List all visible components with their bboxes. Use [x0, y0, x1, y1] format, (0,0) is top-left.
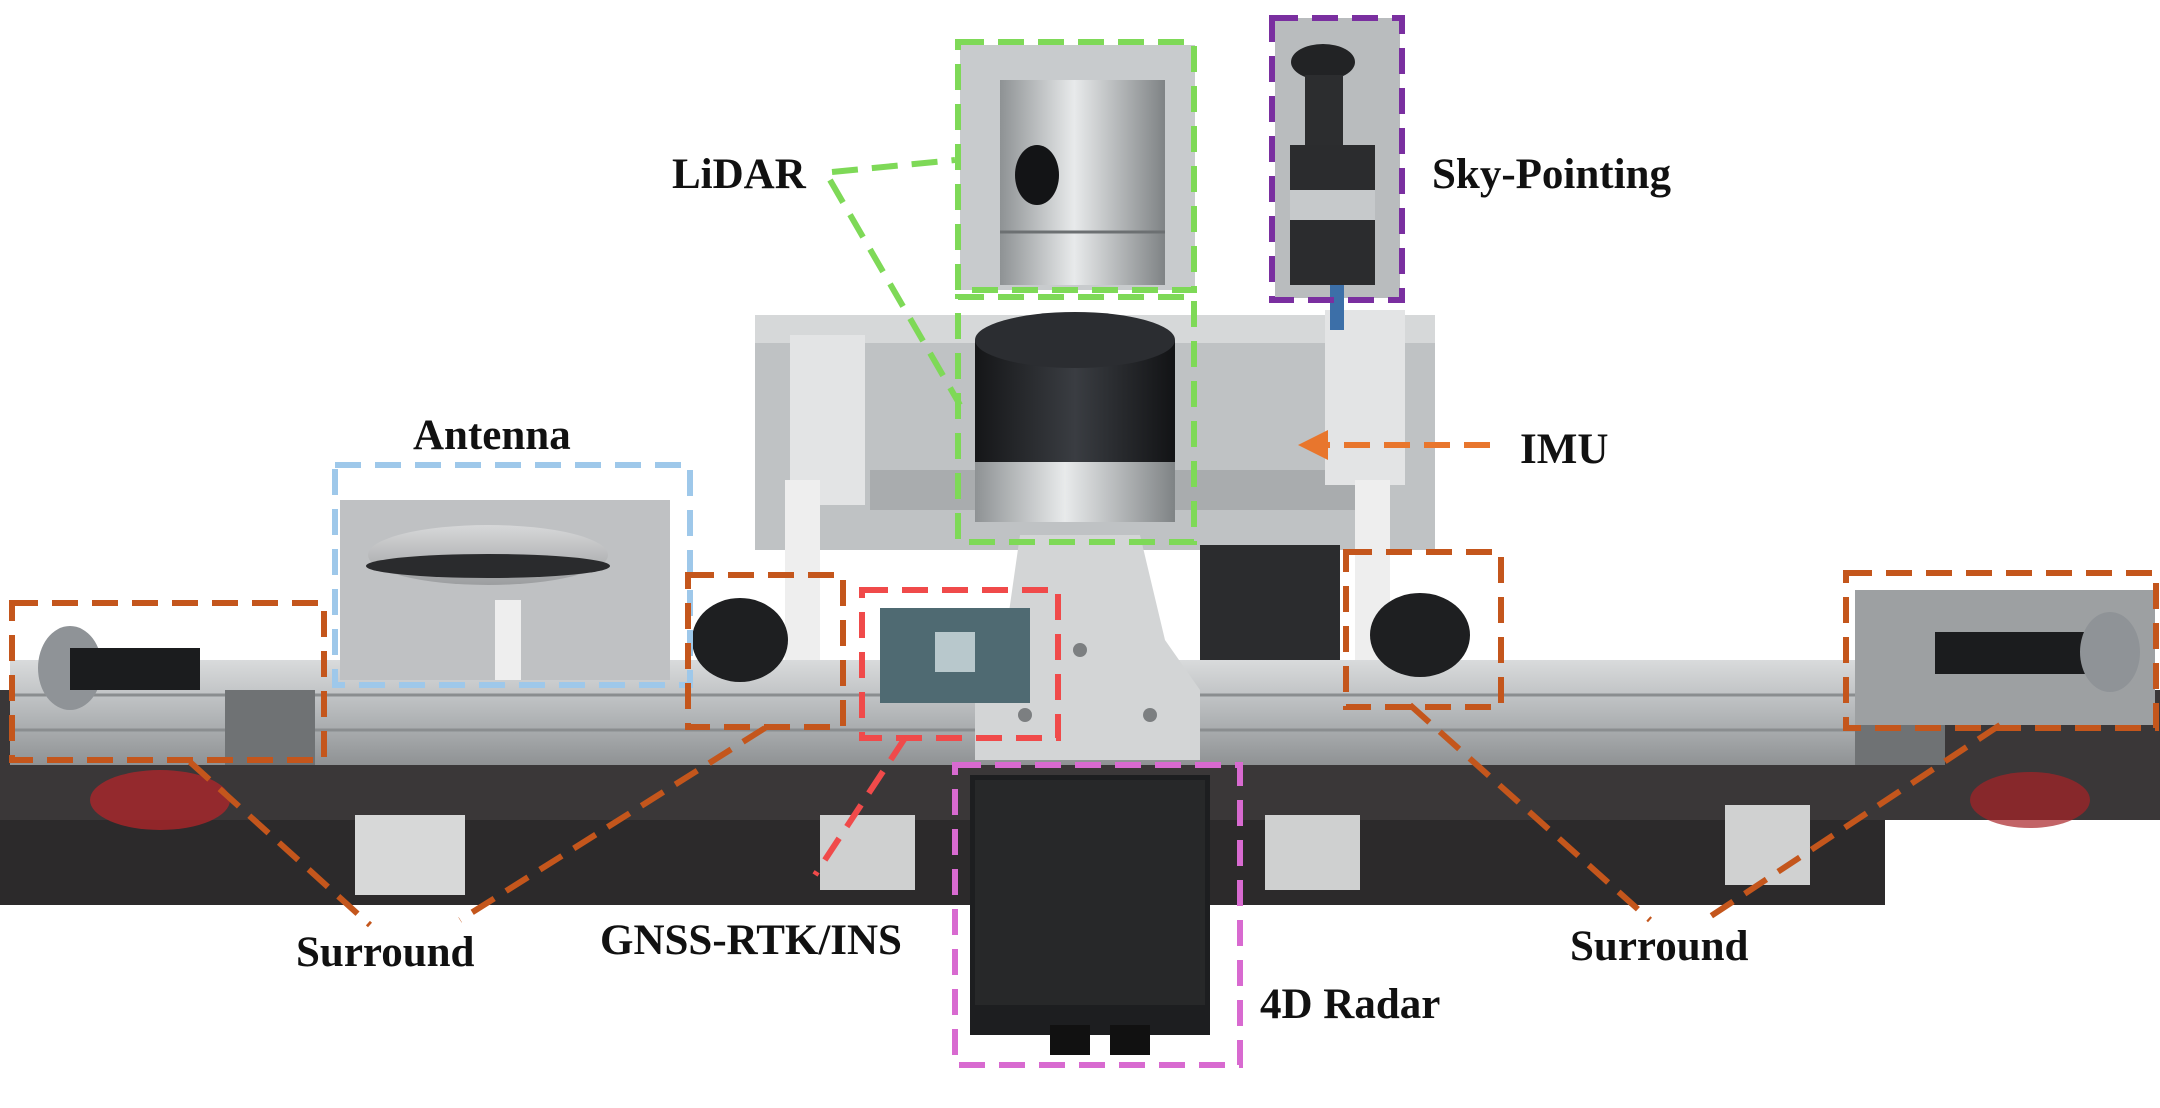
label-sky-pointing: Sky-Pointing	[1432, 151, 1671, 198]
surround-camera-front-left	[692, 598, 788, 682]
surround-box-front-left	[685, 572, 846, 730]
lidar-top	[975, 312, 1175, 368]
radar-face	[975, 780, 1205, 1005]
antenna-post	[495, 600, 521, 680]
label-imu: IMU	[1520, 426, 1609, 473]
bolt	[1018, 708, 1032, 722]
sky-camera-cable	[1330, 285, 1344, 330]
red-light-right	[1970, 772, 2090, 828]
surround-leader-right-b	[1703, 722, 2002, 923]
radar-connector	[1110, 1025, 1150, 1055]
surround-box-front-right	[1343, 549, 1504, 710]
surround-camera-lens-right	[2080, 612, 2140, 692]
label-surround-left: Surround	[296, 929, 475, 976]
lidar-leader-top	[831, 157, 956, 175]
surround-camera-body-right	[1935, 632, 2085, 674]
lidar-inset-box	[955, 39, 1197, 293]
sky-camera-band	[1290, 190, 1375, 220]
sky-pointing-box	[1269, 15, 1405, 303]
surround-box-left	[9, 600, 327, 763]
surround-camera-body-left	[70, 648, 200, 690]
gnss-leader	[812, 736, 908, 877]
antenna-ring	[366, 554, 610, 578]
lidar-leader-bottom	[827, 178, 963, 407]
imu-arrow-head	[1298, 430, 1328, 460]
lidar-inset-window	[1015, 145, 1059, 205]
gnss-ins-label-plate	[935, 632, 975, 672]
lidar-base	[975, 462, 1175, 522]
surround-box-right	[1843, 570, 2159, 731]
mount-block	[355, 815, 465, 895]
label-lidar: LiDAR	[672, 151, 806, 198]
upright-post-left	[785, 480, 820, 680]
mount-block	[1265, 815, 1360, 890]
surround-leader-right-a	[1407, 702, 1653, 923]
label-gnss: GNSS-RTK/INS	[600, 917, 902, 964]
surround-leader-left-b	[458, 725, 767, 923]
gnss-box	[859, 587, 1061, 741]
sky-camera-lens	[1291, 44, 1355, 80]
surround-camera-front-right	[1370, 593, 1470, 677]
label-antenna: Antenna	[413, 412, 571, 459]
bolt	[1143, 708, 1157, 722]
bolt	[1073, 643, 1087, 657]
mount-block	[1725, 805, 1810, 885]
corner-bracket-left	[790, 335, 865, 505]
mount-block	[820, 815, 915, 890]
sky-camera-barrel	[1305, 75, 1343, 145]
surround-leader-left-a	[187, 759, 373, 928]
rail-end-profile-left	[225, 690, 315, 765]
label-surround-right: Surround	[1570, 923, 1749, 970]
radar-box	[952, 762, 1243, 1068]
corner-bracket-right	[1325, 310, 1405, 485]
radar-connector	[1050, 1025, 1090, 1055]
red-light-left	[90, 770, 230, 830]
label-radar: 4D Radar	[1260, 981, 1441, 1028]
